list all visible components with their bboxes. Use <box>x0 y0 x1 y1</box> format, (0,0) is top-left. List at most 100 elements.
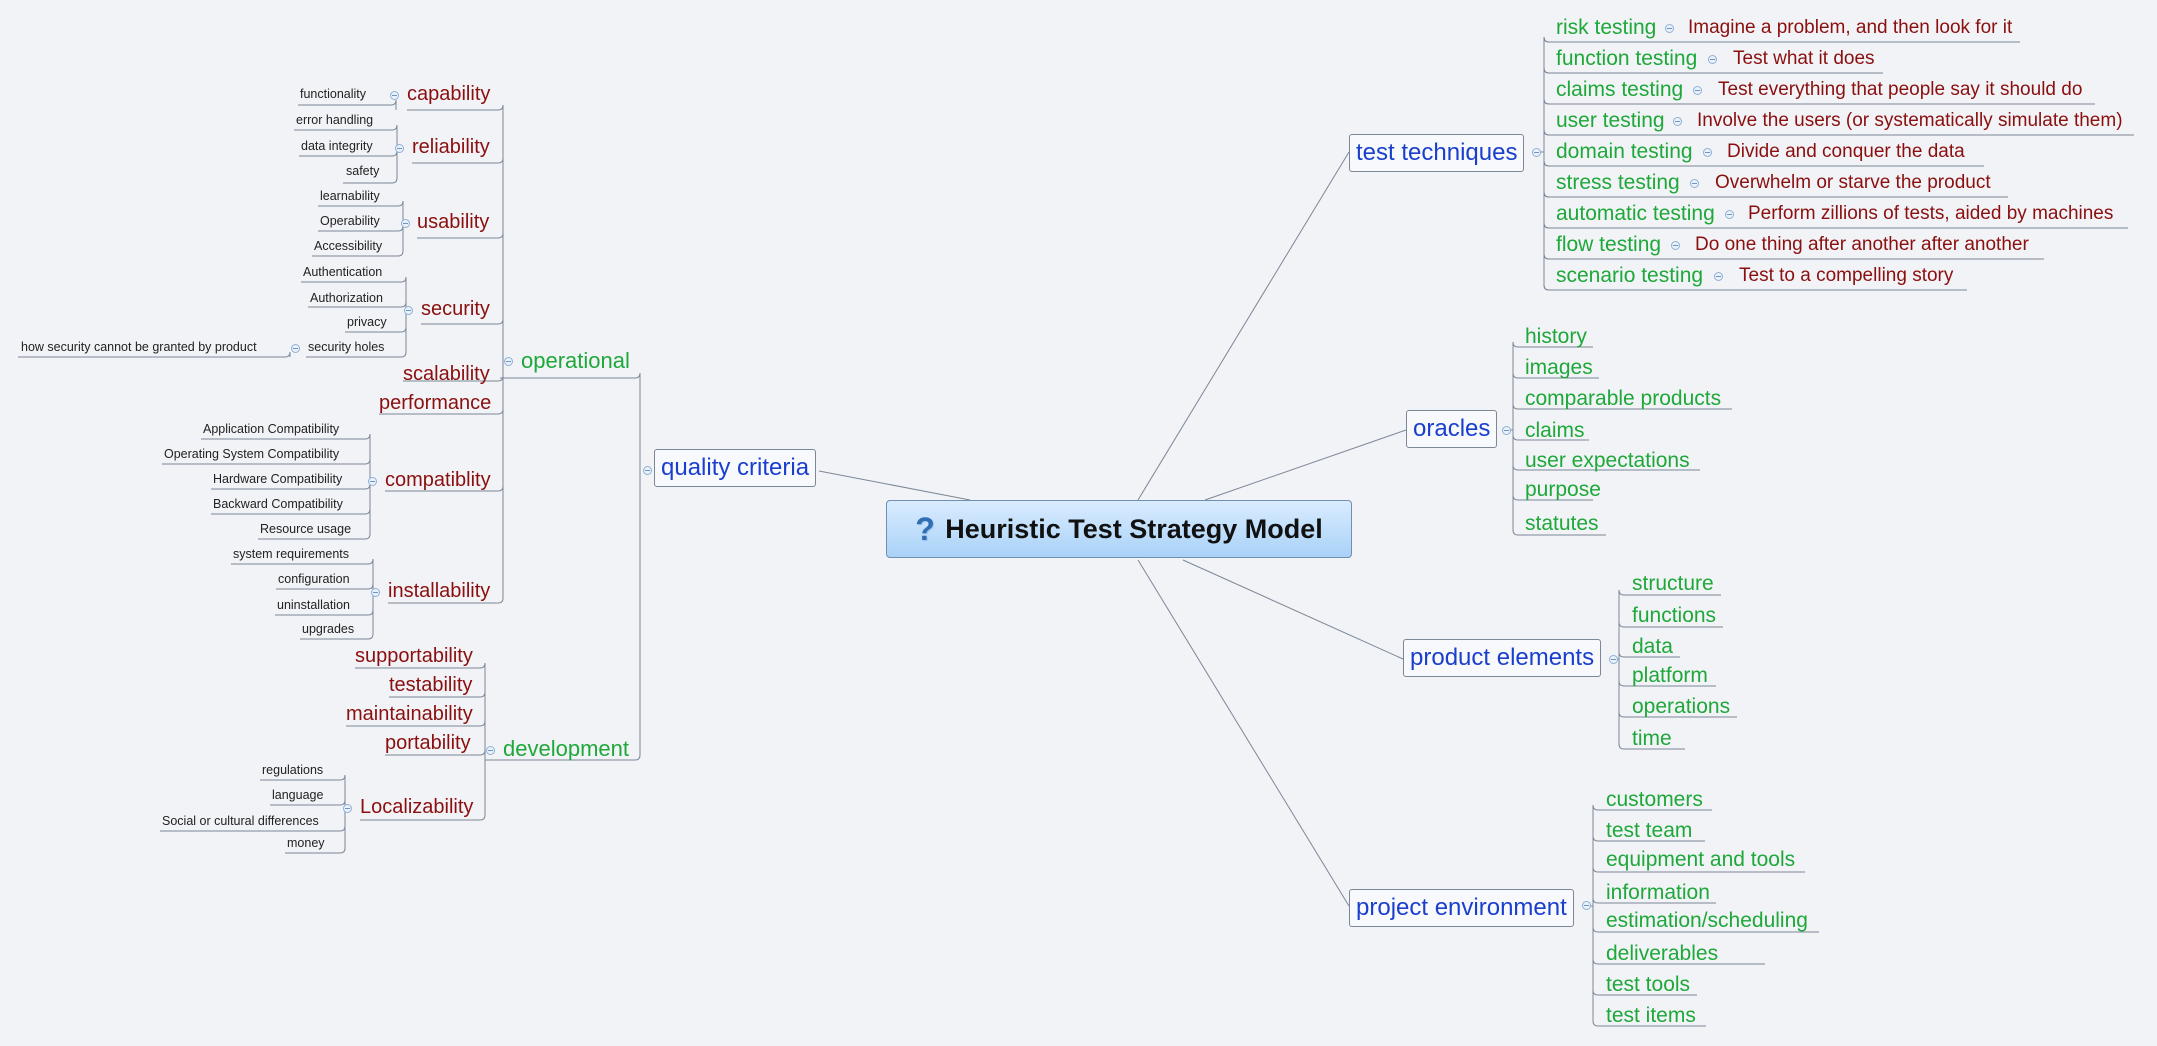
env-test-tools[interactable]: test tools <box>1606 973 1691 996</box>
flow-testing-desc[interactable]: Do one thing after another after another <box>1695 234 2029 255</box>
collapse-icon[interactable] <box>504 357 513 366</box>
reliability-node[interactable]: reliability <box>412 136 490 158</box>
collapse-icon[interactable] <box>1690 179 1699 188</box>
compat-hardware[interactable]: Hardware Compatibility <box>213 472 343 486</box>
collapse-icon[interactable] <box>1582 901 1591 910</box>
test-techniques-node[interactable]: test techniques <box>1349 134 1525 172</box>
compat-application[interactable]: Application Compatibility <box>203 422 340 436</box>
product-elements-node[interactable]: product elements <box>1403 639 1602 677</box>
compatibility-node[interactable]: compatiblity <box>385 469 491 491</box>
risk-testing-desc[interactable]: Imagine a problem, and then look for it <box>1688 17 2013 38</box>
collapse-icon[interactable] <box>1708 55 1717 64</box>
usability-node[interactable]: usability <box>417 211 490 233</box>
domain-testing-node[interactable]: domain testing <box>1556 140 1693 163</box>
capability-functionality[interactable]: functionality <box>300 87 367 101</box>
local-social-cultural[interactable]: Social or cultural differences <box>162 814 319 828</box>
reliability-safety[interactable]: safety <box>346 164 380 178</box>
env-deliverables[interactable]: deliverables <box>1606 942 1719 965</box>
quality-criteria-node[interactable]: quality criteria <box>654 449 817 487</box>
usability-accessibility[interactable]: Accessibility <box>314 239 383 253</box>
local-regulations[interactable]: regulations <box>262 763 324 777</box>
portability-node[interactable]: portability <box>385 732 471 754</box>
collapse-icon[interactable] <box>1502 426 1511 435</box>
compat-backward[interactable]: Backward Compatibility <box>213 497 343 511</box>
usability-learnability[interactable]: learnability <box>320 189 380 203</box>
local-money[interactable]: money <box>287 836 325 850</box>
testability-node[interactable]: testability <box>389 674 473 696</box>
collapse-icon[interactable] <box>1714 272 1723 281</box>
install-configuration[interactable]: configuration <box>278 572 350 586</box>
scalability-node[interactable]: scalability <box>403 363 490 385</box>
oracle-history[interactable]: history <box>1525 325 1587 348</box>
collapse-icon[interactable] <box>1673 117 1682 126</box>
project-environment-node[interactable]: project environment <box>1349 889 1574 927</box>
supportability-node[interactable]: supportability <box>355 645 473 667</box>
collapse-icon[interactable] <box>395 144 404 153</box>
product-data[interactable]: data <box>1632 635 1673 658</box>
flow-testing-node[interactable]: flow testing <box>1556 233 1662 256</box>
env-information[interactable]: information <box>1606 881 1710 904</box>
user-testing-node[interactable]: user testing <box>1556 109 1665 132</box>
development-node[interactable]: development <box>503 736 629 761</box>
oracles-node[interactable]: oracles <box>1406 410 1498 448</box>
install-upgrades[interactable]: upgrades <box>302 622 355 636</box>
stress-testing-node[interactable]: stress testing <box>1556 171 1680 194</box>
product-structure[interactable]: structure <box>1632 572 1714 595</box>
collapse-icon[interactable] <box>343 804 352 813</box>
performance-node[interactable]: performance <box>379 392 492 414</box>
collapse-icon[interactable] <box>486 746 495 755</box>
env-test-items[interactable]: test items <box>1606 1004 1696 1027</box>
compat-operating-system[interactable]: Operating System Compatibility <box>164 447 340 461</box>
usability-operability[interactable]: Operability <box>320 214 380 228</box>
collapse-icon[interactable] <box>368 477 377 486</box>
oracle-purpose[interactable]: purpose <box>1525 478 1601 501</box>
security-privacy[interactable]: privacy <box>347 315 387 329</box>
function-testing-node[interactable]: function testing <box>1556 47 1698 70</box>
risk-testing-node[interactable]: risk testing <box>1556 16 1657 39</box>
installability-node[interactable]: installability <box>388 580 491 602</box>
claims-testing-desc[interactable]: Test everything that people say it shoul… <box>1718 79 2083 100</box>
reliability-error-handling[interactable]: error handling <box>296 113 374 127</box>
stress-testing-desc[interactable]: Overwhelm or starve the product <box>1715 172 1991 193</box>
collapse-icon[interactable] <box>1609 655 1618 664</box>
install-system-requirements[interactable]: system requirements <box>233 547 350 561</box>
security-node[interactable]: security <box>421 298 490 320</box>
collapse-icon[interactable] <box>1532 148 1541 157</box>
env-test-team[interactable]: test team <box>1606 819 1693 842</box>
security-holes[interactable]: security holes <box>308 340 385 354</box>
scenario-testing-desc[interactable]: Test to a compelling story <box>1739 265 1954 286</box>
product-functions[interactable]: functions <box>1632 604 1717 627</box>
automatic-testing-node[interactable]: automatic testing <box>1556 202 1715 225</box>
root-node[interactable]: ? Heuristic Test Strategy Model <box>886 500 1352 558</box>
env-customers[interactable]: customers <box>1606 788 1703 811</box>
security-holes-note[interactable]: how security cannot be granted by produc… <box>21 340 257 354</box>
domain-testing-desc[interactable]: Divide and conquer the data <box>1727 141 1965 162</box>
collapse-icon[interactable] <box>1725 210 1734 219</box>
env-equipment-and-tools[interactable]: equipment and tools <box>1606 848 1796 871</box>
oracle-claims[interactable]: claims <box>1525 419 1585 442</box>
claims-testing-node[interactable]: claims testing <box>1556 78 1684 101</box>
collapse-icon[interactable] <box>390 91 399 100</box>
function-testing-desc[interactable]: Test what it does <box>1733 48 1875 69</box>
collapse-icon[interactable] <box>1665 24 1674 33</box>
capability-node[interactable]: capability <box>407 83 491 105</box>
collapse-icon[interactable] <box>404 306 413 315</box>
product-operations[interactable]: operations <box>1632 695 1731 718</box>
collapse-icon[interactable] <box>371 588 380 597</box>
automatic-testing-desc[interactable]: Perform zillions of tests, aided by mach… <box>1748 203 2114 224</box>
product-time[interactable]: time <box>1632 727 1672 750</box>
scenario-testing-node[interactable]: scenario testing <box>1556 264 1704 287</box>
collapse-icon[interactable] <box>643 466 652 475</box>
product-platform[interactable]: platform <box>1632 664 1708 687</box>
collapse-icon[interactable] <box>1671 241 1680 250</box>
oracle-user-expectations[interactable]: user expectations <box>1525 449 1690 472</box>
maintainability-node[interactable]: maintainability <box>346 703 473 725</box>
oracle-statutes[interactable]: statutes <box>1525 512 1599 535</box>
user-testing-desc[interactable]: Involve the users (or systematically sim… <box>1697 110 2123 131</box>
install-uninstallation[interactable]: uninstallation <box>277 598 350 612</box>
collapse-icon[interactable] <box>291 344 300 353</box>
security-authorization[interactable]: Authorization <box>310 291 383 305</box>
collapse-icon[interactable] <box>401 219 410 228</box>
reliability-data-integrity[interactable]: data integrity <box>301 139 373 153</box>
env-estimation-scheduling[interactable]: estimation/scheduling <box>1606 909 1808 932</box>
